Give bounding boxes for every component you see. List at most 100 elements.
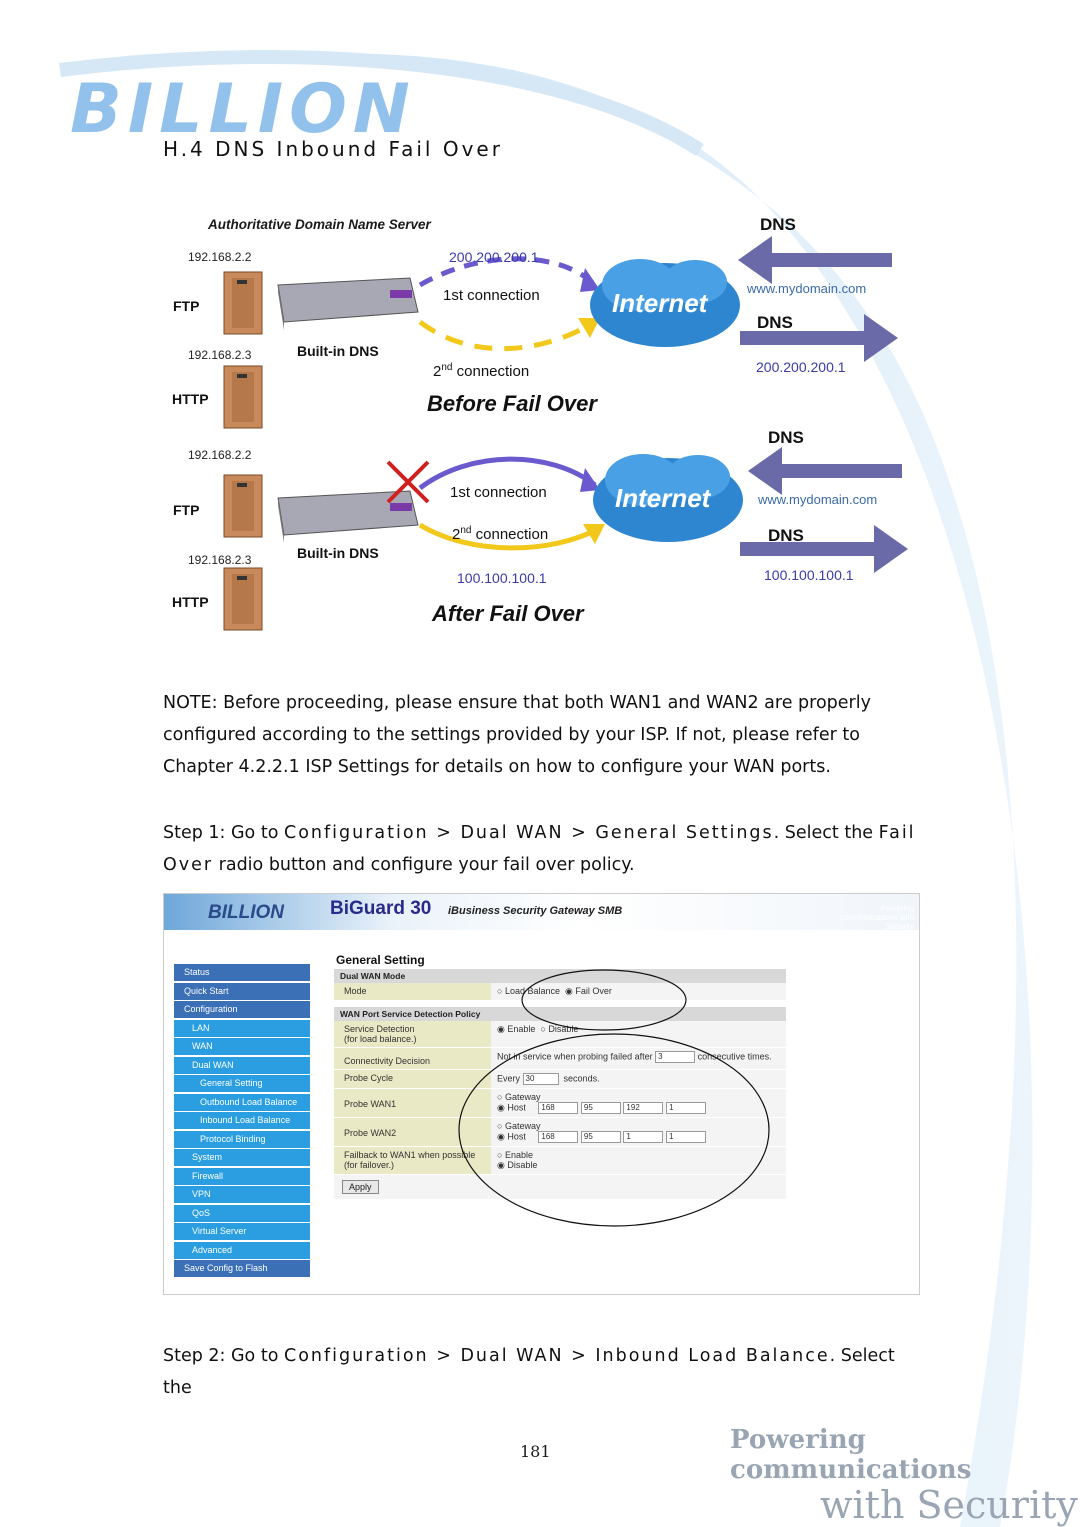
section-title: H.4 DNS Inbound Fail Over	[163, 137, 503, 161]
wan-ip-label: 200.200.200.1	[449, 249, 539, 265]
builtin-dns-label-after: Built-in DNS	[297, 545, 379, 561]
dns-ip-label: 200.200.200.1	[756, 359, 846, 375]
wan1-host-radio[interactable]: ◉ Host 168 95 192 1	[497, 1102, 780, 1114]
apply-row: Apply	[334, 1175, 786, 1199]
cross-icon	[386, 460, 430, 504]
dns-bottom-label-after: DNS	[768, 526, 804, 545]
http-label: HTTP	[172, 391, 209, 407]
wan2-ip-octet[interactable]: 168	[538, 1131, 579, 1143]
mode-label: Mode	[334, 983, 491, 1000]
wan1-ip-octet[interactable]: 1	[665, 1102, 706, 1114]
dual-wan-mode-bar: Dual WAN Mode	[334, 969, 786, 983]
second-connection-label: 2nd connection	[433, 362, 530, 380]
http-ip-label: 192.168.2.3	[188, 348, 252, 362]
ftp-server-icon-after	[223, 474, 263, 538]
sidebar-item[interactable]: Save Config to Flash	[174, 1260, 310, 1277]
sidebar-item[interactable]: Advanced	[174, 1241, 310, 1259]
dns-top-label-after: DNS	[768, 428, 804, 447]
svc-disable-radio[interactable]: ○ Disable	[540, 1024, 579, 1034]
sidebar-item[interactable]: WAN	[174, 1038, 310, 1055]
sidebar-item[interactable]: VPN	[174, 1186, 310, 1203]
sidebar-item[interactable]: QoS	[174, 1204, 310, 1222]
fallback-label: Failback to WAN1 when possible(for failo…	[334, 1147, 491, 1174]
router-ui-screenshot: BILLION BiGuard 30 iBusiness Security Ga…	[163, 893, 920, 1295]
probe-wan1-label: Probe WAN1	[334, 1089, 491, 1117]
second-connection-label-after: 2nd connection	[452, 525, 549, 543]
wan2-gateway-radio[interactable]: ○ Gateway	[497, 1121, 541, 1131]
powering-tagline: Powering communications with Security	[839, 904, 914, 931]
product-name: BiGuard 30	[330, 898, 432, 919]
sidebar-item[interactable]: Status	[174, 964, 310, 981]
wan2-host-radio[interactable]: ◉ Host 168 95 1 1	[497, 1131, 780, 1143]
wan1-gateway-radio[interactable]: ○ Gateway	[497, 1092, 541, 1102]
dns-query-arrow-icon-after	[748, 447, 902, 495]
billion-logo: BILLION	[70, 70, 416, 149]
dns-top-label: DNS	[760, 215, 796, 234]
domain-url: www.mydomain.com	[747, 281, 867, 296]
after-fail-over-caption: After Fail Over	[432, 601, 584, 626]
ftp-label: FTP	[173, 298, 200, 314]
wan1-ip-octet[interactable]: 95	[580, 1102, 621, 1114]
network-diagram: Authoritative Domain Name Server 192.168…	[0, 0, 1080, 660]
diagram-graphics	[223, 236, 908, 631]
probe-wan2-value: ○ Gateway ◉ Host 168 95 1 1	[491, 1118, 786, 1146]
sidebar-item[interactable]: Quick Start	[174, 982, 310, 1000]
http-server-icon	[223, 365, 263, 429]
wan2-ip-octet[interactable]: 95	[580, 1131, 621, 1143]
mode-row: Mode ○ Load Balance ◉ Fail Over	[334, 983, 786, 1001]
load-balance-radio[interactable]: ○ Load Balance	[497, 986, 560, 996]
product-subtitle: iBusiness Security Gateway SMB	[448, 905, 623, 917]
ftp-server-icon	[223, 271, 263, 335]
probe-cycle-input[interactable]: 30	[522, 1073, 559, 1085]
screenshot-brand-logo: BILLION	[208, 902, 284, 923]
dns-ip-label-after: 100.100.100.1	[764, 567, 854, 583]
fail-count-input[interactable]: 3	[655, 1051, 696, 1063]
sidebar-item[interactable]: Virtual Server	[174, 1223, 310, 1240]
apply-button[interactable]: Apply	[342, 1180, 379, 1194]
dns-reply-arrow-icon	[740, 314, 898, 362]
general-setting-form: General Setting Dual WAN Mode Mode ○ Loa…	[334, 950, 786, 1199]
svc-enable-radio[interactable]: ◉ Enable	[497, 1024, 536, 1034]
sidebar-item[interactable]: Inbound Load Balance	[174, 1112, 310, 1129]
ftp-ip-label: 192.168.2.2	[188, 250, 252, 264]
sidebar-item[interactable]: General Setting	[174, 1075, 310, 1092]
page-number: 181	[520, 1442, 551, 1461]
wan2-ip-octet[interactable]: 1	[665, 1131, 706, 1143]
wan2-ip-octet[interactable]: 1	[623, 1131, 664, 1143]
footer-tagline: Powering communications with Security	[730, 1425, 1078, 1527]
fallback-disable-radio[interactable]: ◉ Disable	[497, 1160, 538, 1170]
wan-ip-label-after: 100.100.100.1	[457, 570, 547, 586]
auth-server-label: Authoritative Domain Name Server	[208, 217, 431, 232]
http-server-icon-after	[223, 567, 263, 631]
sidebar-item[interactable]: LAN	[174, 1019, 310, 1037]
connectivity-row: Connectivity Decision Not in service whe…	[334, 1048, 786, 1070]
domain-url-after: www.mydomain.com	[758, 492, 878, 507]
note-paragraph: NOTE: Before proceeding, please ensure t…	[163, 693, 871, 777]
internet-label-after: Internet	[615, 483, 711, 513]
before-fail-over-caption: Before Fail Over	[427, 391, 597, 416]
probe-cycle-value: Every 30 seconds.	[491, 1070, 786, 1088]
screenshot-header	[164, 894, 919, 930]
step2-paragraph: Step 2: Go to Configuration > Dual WAN >…	[163, 1346, 895, 1398]
sidebar-item[interactable]: Firewall	[174, 1167, 310, 1185]
service-detection-value: ◉ Enable ○ Disable	[491, 1021, 786, 1047]
internet-cloud-icon	[590, 259, 740, 347]
dns-reply-arrow-icon-after	[740, 525, 908, 573]
dns-bottom-label: DNS	[757, 313, 793, 332]
sidebar-item[interactable]: Outbound Load Balance	[174, 1093, 310, 1111]
wan1-ip-octet[interactable]: 192	[623, 1102, 664, 1114]
sidebar-item[interactable]: Configuration	[174, 1001, 310, 1018]
sidebar-item[interactable]: Protocol Binding	[174, 1130, 310, 1148]
wan1-ip-octet[interactable]: 168	[538, 1102, 579, 1114]
router-icon	[277, 277, 419, 330]
fallback-enable-radio[interactable]: ○ Enable	[497, 1150, 533, 1160]
probe-cycle-label: Probe Cycle	[334, 1070, 491, 1088]
fail-over-radio[interactable]: ◉ Fail Over	[565, 986, 612, 996]
sidebar-item[interactable]: System	[174, 1149, 310, 1166]
fallback-row: Failback to WAN1 when possible(for failo…	[334, 1147, 786, 1175]
router-icon-after	[277, 490, 419, 543]
probe-wan2-row: Probe WAN2 ○ Gateway ◉ Host 168 95 1 1	[334, 1118, 786, 1147]
sidebar-item[interactable]: Dual WAN	[174, 1056, 310, 1074]
